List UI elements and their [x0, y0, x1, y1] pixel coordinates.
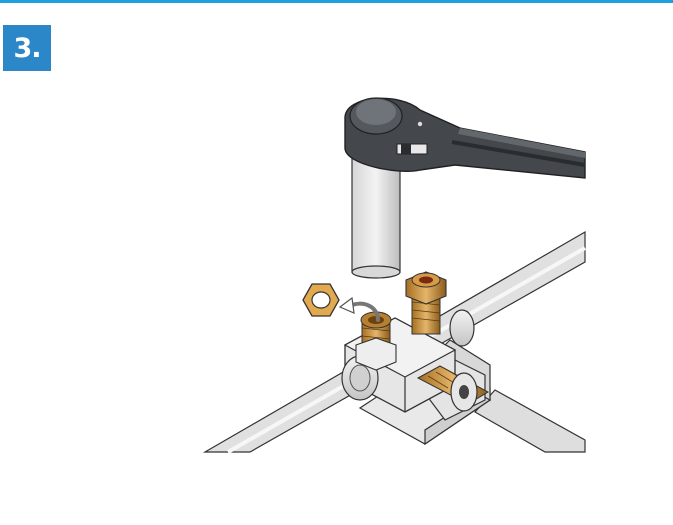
side-threaded-stud: [416, 365, 490, 412]
branch-pipe: [474, 389, 586, 453]
wrench-icon: [344, 97, 586, 179]
left-fitting: [355, 311, 397, 371]
nut-icon: [302, 283, 340, 317]
rotation-arrow-icon: [338, 296, 380, 322]
right-fitting: [405, 271, 447, 335]
top-accent-rule: [0, 0, 673, 3]
step-number-badge: 3.: [3, 25, 51, 71]
